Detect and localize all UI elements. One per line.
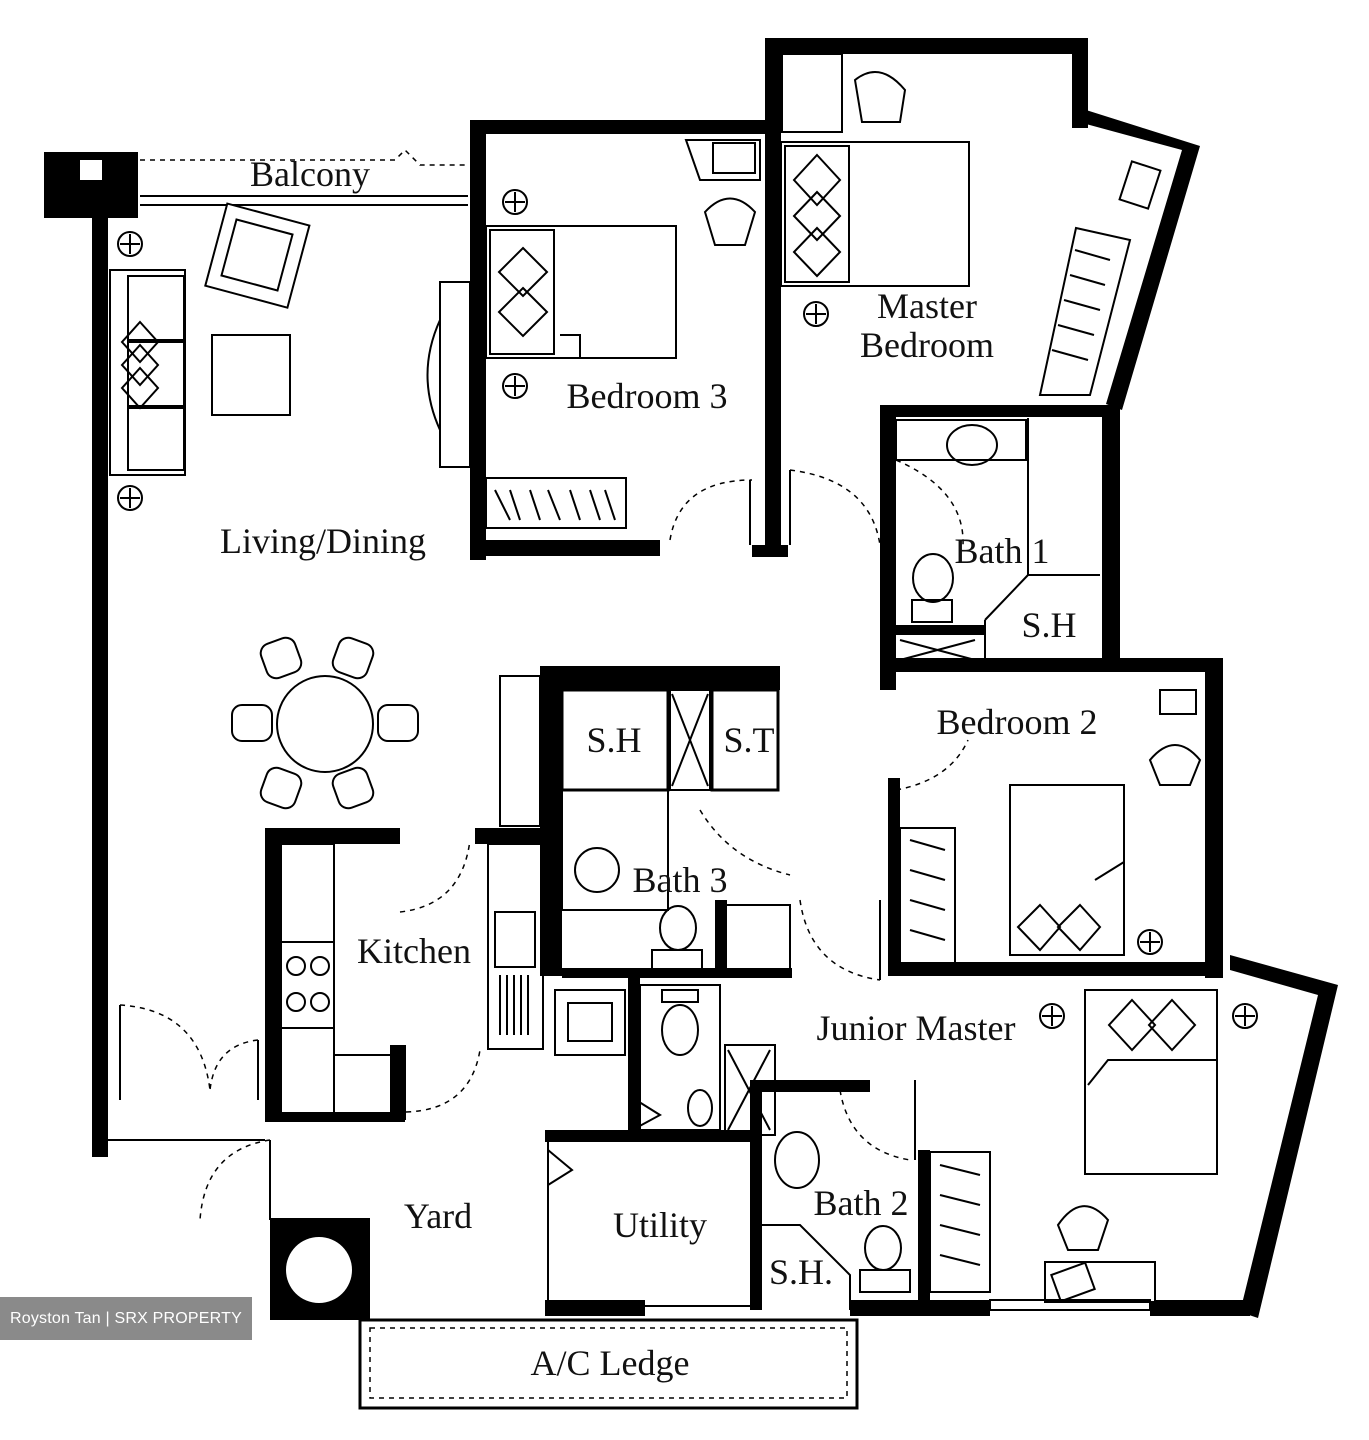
- label-sh-bath1: S.H: [1021, 605, 1076, 645]
- label-kitchen: Kitchen: [357, 931, 471, 971]
- bath2-fixtures: [724, 1044, 916, 1310]
- bedroom3-furniture: [485, 139, 761, 529]
- label-sh-bath3: S.H: [586, 720, 641, 760]
- label-bath2: Bath 2: [814, 1183, 909, 1223]
- master-bedroom-furniture: [780, 53, 1162, 396]
- label-st: S.T: [723, 720, 774, 760]
- room-labels: Balcony Bedroom 3 Master Bedroom Living/…: [220, 154, 1097, 1383]
- bath1-fixtures: [895, 418, 1100, 661]
- label-junior-master: Junior Master: [817, 1008, 1016, 1048]
- kitchen-area: [265, 828, 545, 1122]
- label-bath3: Bath 3: [633, 860, 728, 900]
- junior-master-furniture: [918, 989, 1258, 1315]
- outer-walls: [92, 38, 1338, 1318]
- bath3-block: [499, 666, 792, 978]
- label-sh-bath2: S.H.: [769, 1252, 833, 1292]
- label-bedroom2: Bedroom 2: [937, 702, 1098, 742]
- living-furniture: [109, 202, 471, 810]
- balcony-area: [44, 148, 468, 218]
- entrance-door: [108, 1004, 265, 1141]
- label-living-dining: Living/Dining: [220, 521, 426, 561]
- label-bath1: Bath 1: [955, 531, 1050, 571]
- label-bedroom3: Bedroom 3: [567, 376, 728, 416]
- corridor-doors: [669, 469, 881, 981]
- watermark: Royston Tan | SRX PROPERTY: [0, 1297, 252, 1340]
- label-utility: Utility: [613, 1205, 707, 1245]
- label-master-bedroom-1: Master: [877, 286, 977, 326]
- label-yard: Yard: [404, 1196, 472, 1236]
- label-balcony: Balcony: [250, 154, 370, 194]
- ac-ledge: [358, 1318, 859, 1410]
- label-ac-ledge: A/C Ledge: [531, 1343, 690, 1383]
- bedroom2-furniture: [895, 689, 1202, 964]
- label-master-bedroom-2: Bedroom: [860, 325, 994, 365]
- yard-area: [199, 972, 755, 1320]
